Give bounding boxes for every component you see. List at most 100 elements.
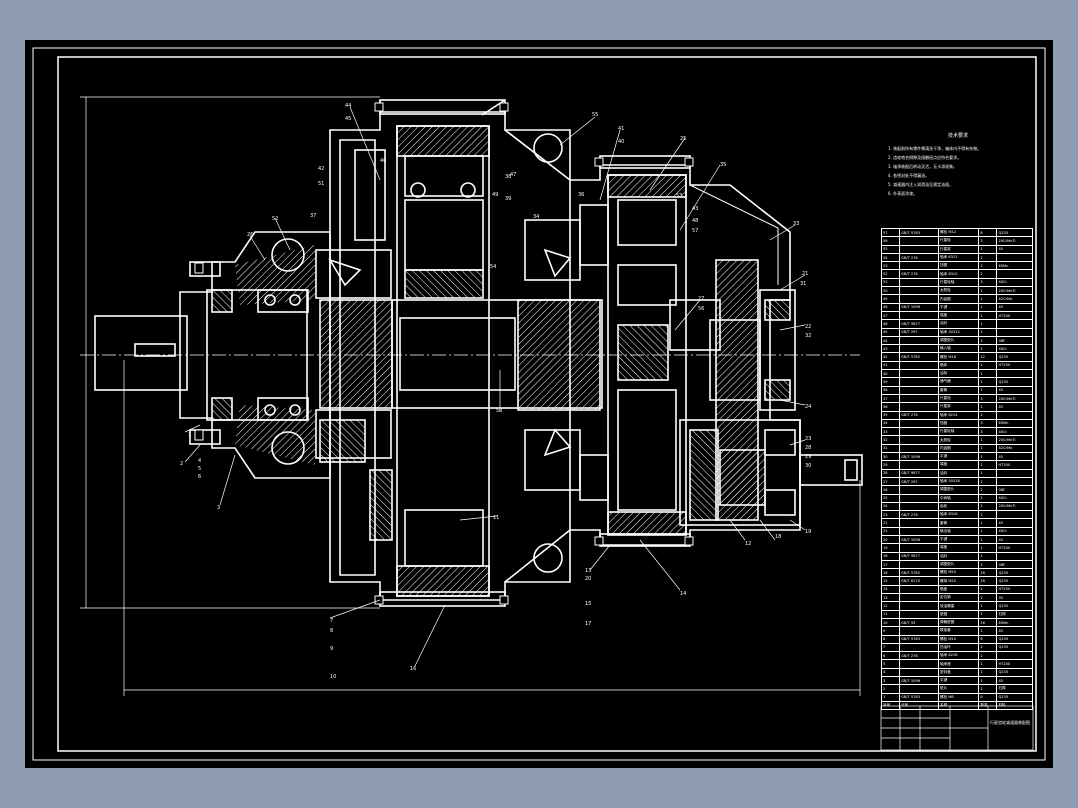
title-block: 行星齿轮减速器装配图 [881, 706, 1033, 750]
callout: 9 [330, 646, 333, 652]
callout: 25 [680, 136, 686, 142]
bom-cell [899, 493, 939, 503]
bom-cell: 20 [880, 534, 901, 545]
bom-cell [996, 319, 1033, 329]
bom-cell: 2 [978, 510, 998, 520]
bom-cell: 13 [880, 593, 901, 603]
bom-cell: 1 [978, 244, 998, 254]
bom-cell [899, 667, 939, 678]
bom-cell: 3 [978, 236, 998, 246]
bom-cell: 行星架 [937, 244, 980, 254]
callout-numbers: 1 2 3 4 5 6 7 8 9 10 11 12 13 14 15 16 1… [180, 103, 811, 680]
bom-cell: 1 [978, 344, 998, 354]
bom-cell [899, 485, 939, 495]
bom-cell: 螺栓 M10 [937, 634, 980, 644]
note-line: 2. 齿轮啮合侧隙及接触斑点应符合要求。 [888, 155, 962, 160]
bom-cell: 2 [978, 593, 998, 603]
callout: 36 [578, 192, 584, 198]
bom-cell: 2 [978, 485, 998, 495]
bom-cell: 螺栓 M12 [937, 227, 980, 238]
bom-cell [996, 369, 1033, 379]
bom-cell: 21 [880, 526, 901, 537]
bom-cell: GB/T 1096 [899, 302, 939, 312]
bom-cell [899, 443, 939, 454]
bom-cell: 2 [978, 559, 998, 570]
bom-header-cell: 数量 [978, 700, 998, 711]
bom-cell: 42CrMo [996, 443, 1033, 454]
bom-cell: Q235 [996, 568, 1033, 578]
bom-cell: 轴承 6214 [937, 410, 980, 420]
note-line: 3. 轴承装配后转动灵活，无卡滞现象。 [888, 164, 958, 169]
bom-cell: 内齿圈 [937, 443, 980, 454]
bom-cell: 1 [978, 667, 998, 678]
bom-cell: 螺栓 M16 [937, 352, 980, 362]
bom-cell: 43 [880, 344, 901, 354]
bom-cell: 垫片 [937, 684, 980, 694]
bom-cell [899, 518, 939, 528]
bom-header-cell: 序号 [880, 700, 901, 711]
inner-frame [57, 56, 1037, 752]
bom-cell: GB/T 5783 [899, 227, 939, 238]
bom-cell: 65Mn [996, 261, 1033, 271]
bom-cell: 1 [978, 460, 998, 470]
bom-cell: 中间轴 [937, 493, 980, 503]
bom-cell: 套筒 [937, 385, 980, 395]
bom-cell: 08F [996, 559, 1033, 570]
callout: 2 [180, 461, 183, 467]
bom-cell [899, 335, 939, 346]
callout: 30 [805, 463, 811, 469]
bom-cell: 53 [880, 261, 901, 271]
bom-cell: 40Cr [996, 427, 1033, 437]
bom-cell [899, 377, 939, 387]
bom-cell [899, 261, 939, 271]
bom-cell: Q235 [996, 642, 1033, 653]
bom-cell: 输出轴 [937, 526, 980, 537]
bom-cell: 57 [880, 227, 901, 238]
drawing-title: 行星齿轮减速器装配图 [990, 720, 1030, 725]
bom-cell: 33 [880, 427, 901, 437]
callout: 31 [800, 281, 806, 287]
bom-cell: 行星轮 [937, 393, 980, 404]
callout: 23 [805, 436, 811, 442]
bom-cell: 太阳轮 [937, 286, 980, 296]
callout: 7 [330, 618, 333, 624]
bom-cell: 31 [880, 443, 901, 454]
bom-cell: HT200 [996, 659, 1033, 669]
bom-cell: 1 [978, 534, 998, 545]
bom-cell: 箱体 [937, 360, 980, 371]
bom-cell: 挡圈 [937, 261, 980, 271]
callout: 49 [492, 192, 498, 198]
bom-cell: 2 [978, 476, 998, 487]
bom-cell [899, 360, 939, 371]
callout: 39 [505, 196, 511, 202]
bom-cell [899, 659, 939, 669]
bom-cell: 47 [880, 310, 901, 321]
callout: 51 [318, 181, 324, 187]
callout: 20 [585, 576, 591, 582]
bom-cell: 36 [880, 402, 901, 412]
bom-cell: 45 [996, 385, 1033, 395]
bom-header-cell: 名称 [937, 700, 980, 711]
bom-cell: 16 [978, 617, 998, 628]
bom-cell: 轴承 6312 [937, 252, 980, 263]
bom-cell: 1 [880, 692, 901, 702]
bom-cell: GB/T 9877 [899, 468, 939, 478]
note-line: 4. 各密封处不得漏油。 [888, 173, 930, 178]
bom-cell: 55 [880, 244, 901, 254]
bom-cell: 9 [880, 626, 901, 636]
bom-cell: HT250 [996, 584, 1033, 595]
